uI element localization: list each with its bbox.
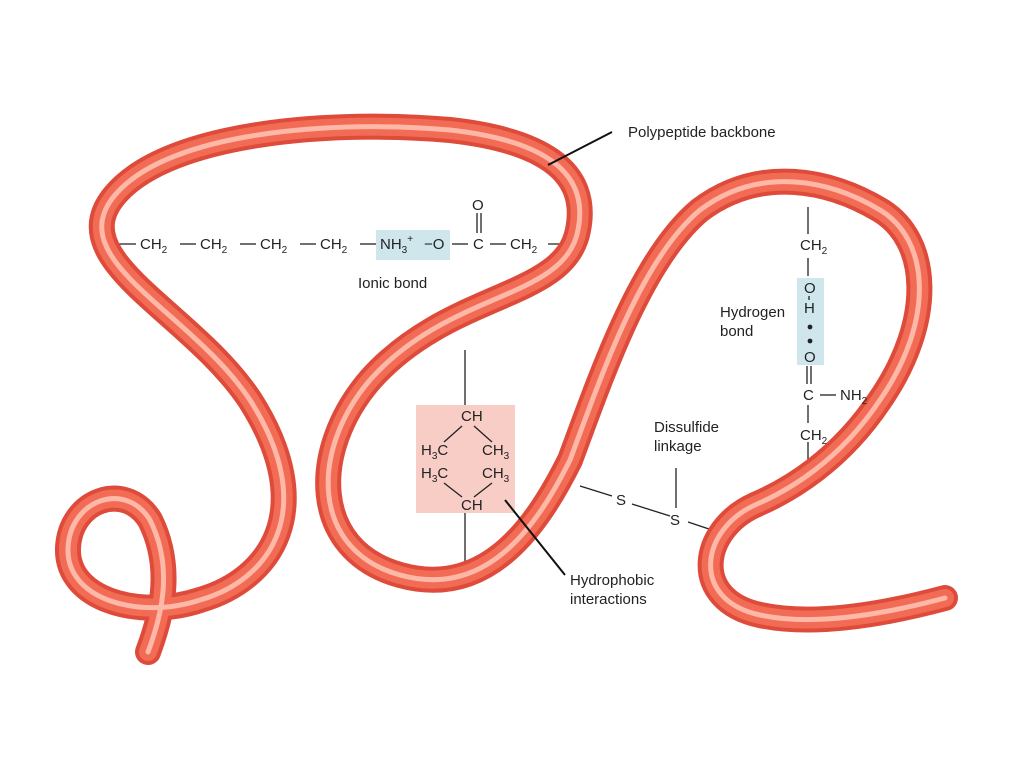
- svg-text:O: O: [804, 280, 816, 297]
- svg-text:H: H: [804, 300, 815, 317]
- svg-text:CH3: CH3: [482, 442, 510, 462]
- svg-text:H3C: H3C: [421, 465, 448, 485]
- ionic-bond-label: Ionic bond: [358, 275, 427, 292]
- svg-text:CH2: CH2: [260, 236, 288, 256]
- disulfide-label-line2: linkage: [654, 438, 702, 455]
- hydrogen-bond-label-line1: Hydrogen: [720, 304, 785, 321]
- backbone-leader: [547, 131, 613, 166]
- svg-text:CH2: CH2: [200, 236, 228, 256]
- svg-text:CH2: CH2: [800, 237, 828, 257]
- hydrophobic-label-line2: interactions: [570, 591, 647, 608]
- svg-text:CH: CH: [461, 497, 483, 514]
- svg-text:CH2: CH2: [800, 427, 828, 447]
- disulfide-label-line1: Dissulfide: [654, 419, 719, 436]
- svg-text:C: C: [803, 387, 814, 404]
- svg-text:CH: CH: [461, 408, 483, 425]
- side-chain-bonds: [110, 207, 809, 568]
- hydrophobic-label-line1: Hydrophobic: [570, 572, 655, 589]
- svg-text:CH2: CH2: [510, 236, 538, 256]
- svg-text:S: S: [670, 512, 680, 529]
- polypeptide-backbone-label: Polypeptide backbone: [628, 124, 776, 141]
- svg-text:C: C: [473, 236, 484, 253]
- svg-text:O: O: [472, 197, 484, 214]
- hydrogen-bond-chain: CH2 O H O C NH2 CH2: [800, 237, 868, 447]
- hydrophobic-highlight: [416, 405, 515, 513]
- svg-text:NH2: NH2: [840, 387, 868, 407]
- svg-text:O: O: [804, 349, 816, 366]
- hbond-dot-2: [807, 338, 813, 344]
- disulfide-linkage: S S: [616, 492, 680, 529]
- hydrogen-bond-label-line2: bond: [720, 323, 753, 340]
- svg-text:−O: −O: [424, 236, 444, 253]
- hydrophobic-cluster: CH H3C CH3 H3C CH3 CH: [421, 408, 510, 514]
- svg-text:CH2: CH2: [140, 236, 168, 256]
- svg-text:NH3+: NH3+: [380, 234, 413, 256]
- svg-text:CH2: CH2: [320, 236, 348, 256]
- svg-text:S: S: [616, 492, 626, 509]
- hydrogen-bond-highlight: [797, 278, 824, 365]
- ionic-bond-chain: CH2 CH2 CH2 CH2 NH3+ −O C O CH2: [140, 197, 538, 256]
- hydrophobic-leader: [504, 499, 566, 576]
- svg-text:CH3: CH3: [482, 465, 510, 485]
- leader-lines: [504, 131, 613, 576]
- polypeptide-backbone: [55, 113, 958, 665]
- svg-text:H3C: H3C: [421, 442, 448, 462]
- ionic-bond-highlight: [376, 230, 450, 260]
- hbond-dot-1: [807, 324, 813, 330]
